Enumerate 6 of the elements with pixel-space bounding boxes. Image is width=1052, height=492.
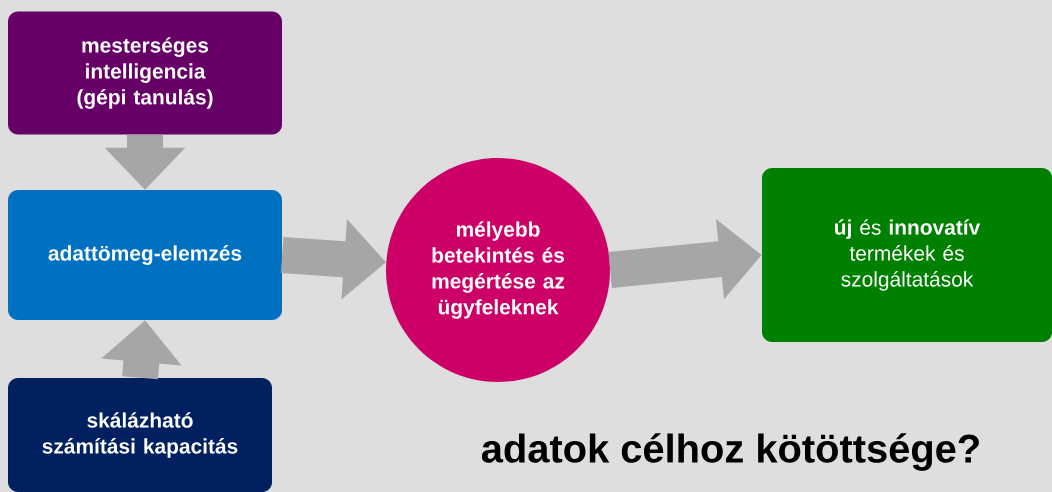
process-box: mesterséges intelligencia (gépi tanulás) <box>8 11 282 135</box>
process-box: skálázható számítási kapacitás <box>8 378 272 492</box>
process-box: adattömeg-elemzés <box>8 190 282 320</box>
heading: adatok célhoz kötöttsége? <box>481 433 979 471</box>
process-box: új és innovatív termékek és szolgáltatások <box>762 168 1052 342</box>
circle-node: mélyebb betekintés és megértése az ügyfeleknek <box>386 158 610 382</box>
